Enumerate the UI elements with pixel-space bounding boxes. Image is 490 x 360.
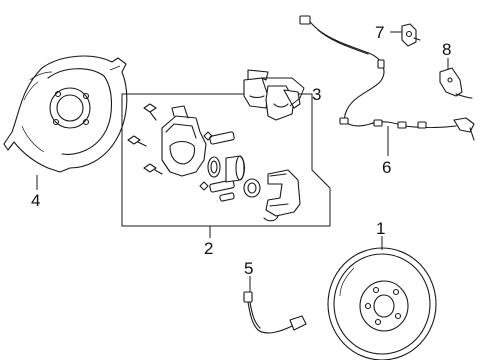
part-caliper-bracket <box>263 169 301 222</box>
part-brake-hose <box>243 291 307 334</box>
caliper-assembly-frame <box>121 93 331 227</box>
leader-3 <box>262 77 305 107</box>
callout-1: 1 <box>376 219 385 238</box>
part-pistons-seals <box>207 155 261 198</box>
part-abs-sensor-harness <box>299 15 475 141</box>
part-clip <box>401 23 421 47</box>
part-brake-pads <box>243 69 301 121</box>
callout-5: 5 <box>244 259 253 278</box>
part-dust-shield <box>3 55 128 173</box>
callout-8: 8 <box>442 40 451 59</box>
part-bracket <box>439 67 473 99</box>
callout-6: 6 <box>382 158 391 177</box>
part-guide-pins <box>199 131 235 202</box>
part-bleeder-bolts <box>127 103 163 175</box>
callout-7: 7 <box>375 23 384 42</box>
callout-4: 4 <box>31 191 40 210</box>
part-brake-rotor <box>327 247 437 360</box>
callout-3: 3 <box>312 85 321 104</box>
callout-2: 2 <box>204 239 213 258</box>
part-caliper-body <box>161 105 207 177</box>
